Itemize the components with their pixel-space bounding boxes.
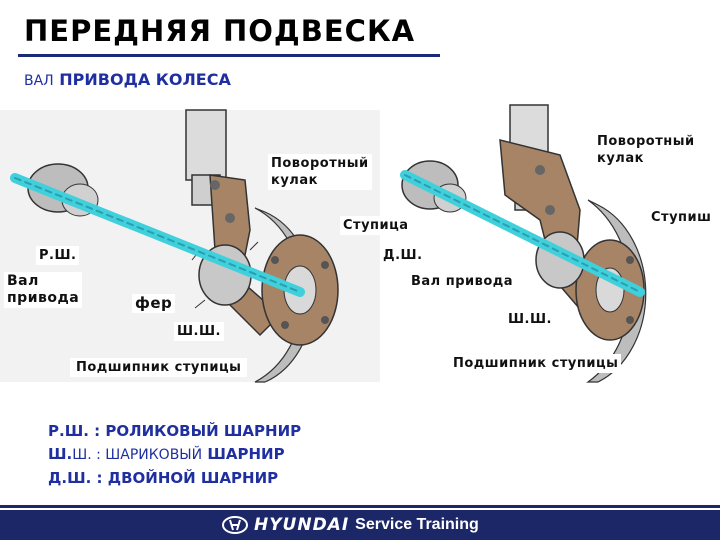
hyundai-logo: HYUNDAI Service Training	[222, 515, 479, 535]
suspension-diagram: Поворотный кулак Ступица Р.Ш. Вал привод…	[0, 100, 720, 385]
title-underline	[18, 54, 440, 57]
right-label-hub: Ступиш	[648, 208, 714, 227]
right-label-double-joint: Д.Ш.	[380, 246, 426, 265]
left-label-hub: Ступица	[340, 216, 412, 235]
subtitle-part1: ВАЛ	[24, 73, 54, 89]
left-label-knuckle: Поворотный кулак	[268, 154, 372, 190]
right-label-knuckle: Поворотный кулак	[594, 132, 698, 168]
left-label-bearing: Подшипник ступицы	[70, 358, 247, 377]
subtitle-part2: ПРИВОДА КОЛЕСА	[54, 70, 231, 89]
hyundai-emblem-icon	[222, 516, 248, 534]
left-label-shaft: Вал привода	[4, 272, 82, 308]
legend-ball: Ш.Ш. : ШАРИКОВЫЙ ШАРНИР	[48, 443, 301, 467]
left-label-ball-joint: Ш.Ш.	[174, 322, 224, 341]
right-label-ball-joint: Ш.Ш.	[505, 310, 555, 329]
footer-rule	[0, 505, 720, 508]
legend-double-part2: Ш. : ДВОЙНОЙ ШАРНИР	[67, 469, 278, 487]
legend-double-part1: Д.	[48, 469, 67, 487]
right-label-shaft: Вал привода	[408, 272, 516, 291]
legend-double: Д.Ш. : ДВОЙНОЙ ШАРНИР	[48, 467, 301, 490]
right-label-bearing: Подшипник ступицы	[450, 354, 621, 373]
legend-ball-part1: Ш.	[48, 445, 72, 463]
brand-name: HYUNDAI	[254, 515, 349, 535]
legend: Р.Ш. : РОЛИКОВЫЙ ШАРНИР Ш.Ш. : ШАРИКОВЫЙ…	[48, 420, 301, 490]
left-label-tripod: Р.Ш.	[36, 246, 79, 265]
brand-tagline: Service Training	[355, 516, 479, 534]
page-subtitle: ВАЛ ПРИВОДА КОЛЕСА	[24, 70, 231, 89]
legend-tripod: Р.Ш. : РОЛИКОВЫЙ ШАРНИР	[48, 420, 301, 443]
legend-ball-part3: ШАРНИР	[202, 445, 284, 463]
page-title: ПЕРЕДНЯЯ ПОДВЕСКА	[24, 14, 415, 48]
legend-ball-part2: Ш. : ШАРИКОВЫЙ	[72, 447, 202, 463]
left-label-damper: фер	[132, 294, 175, 313]
